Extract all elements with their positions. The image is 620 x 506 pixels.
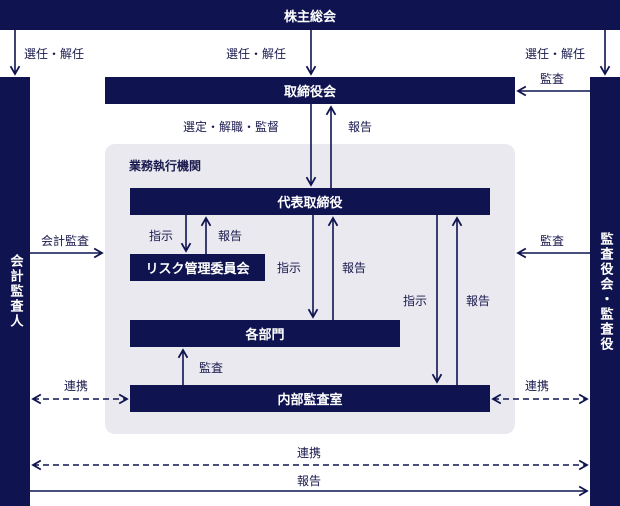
elect-left-label: 選任・解任 [24, 47, 85, 61]
shareholders-box: 株主総会 [0, 0, 620, 30]
coop-bottom-label: 連携 [297, 446, 322, 460]
report-bottom-label: 報告 [297, 474, 322, 488]
coop-right-label: 連携 [525, 379, 550, 393]
report-depts-label: 報告 [342, 261, 367, 275]
coop-left-label: 連携 [64, 379, 89, 393]
report-risk-label: 報告 [218, 229, 243, 243]
audit-board-box: 監査役会・監査役 [590, 77, 620, 506]
elect-right-label: 選任・解任 [525, 47, 586, 61]
accounting-auditor-box: 会計監査人 [0, 77, 30, 506]
audit-ceo-label: 監査 [540, 234, 565, 248]
instruct-risk-label: 指示 [149, 229, 174, 243]
risk-committee-box: リスク管理委員会 [130, 254, 265, 281]
departments-box: 各部門 [130, 320, 400, 347]
elect-center-label: 選任・解任 [226, 47, 287, 61]
report-internal-label: 報告 [466, 294, 491, 308]
instruct-depts-label: 指示 [277, 261, 302, 275]
instruct-internal-label: 指示 [403, 294, 428, 308]
exec-group-title: 業務執行機関 [129, 159, 202, 173]
internal-audit-box: 内部監査室 [130, 385, 490, 412]
ceo-box: 代表取締役 [130, 188, 490, 215]
accounting-audit-label: 会計監査 [41, 234, 90, 248]
audit-depts-label: 監査 [199, 361, 224, 375]
board-box: 取締役会 [105, 77, 515, 104]
select-dismiss-label: 選定・解職・監督 [183, 120, 280, 134]
report-board-label: 報告 [348, 120, 373, 134]
audit-board-label: 監査 [540, 72, 565, 86]
